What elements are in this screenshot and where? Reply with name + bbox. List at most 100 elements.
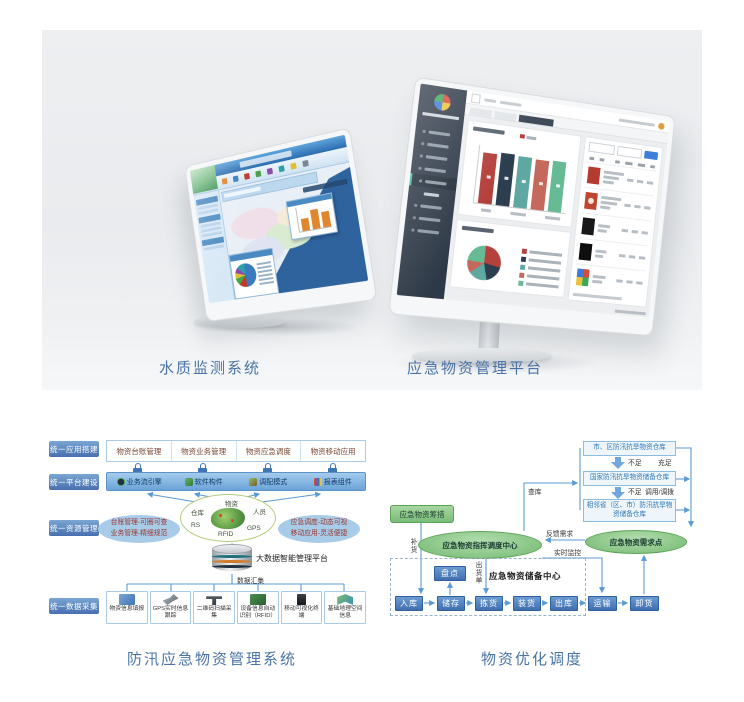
text-skeleton <box>424 166 447 173</box>
watermark-text <box>614 309 646 316</box>
collect-gps-tracking: GPS实时信息跟踪 <box>149 591 192 624</box>
flow-transport: 运输 <box>588 596 617 611</box>
text-skeleton <box>527 266 561 273</box>
item-thumbnail <box>581 217 596 236</box>
cell-value <box>634 204 641 209</box>
flow-picking: 拣货 <box>475 596 503 611</box>
filter-select <box>616 145 643 159</box>
warehouse-city-district: 市、区防汛抗旱物资仓库 <box>583 441 676 456</box>
warehouse-national: 国家防汛抗旱物资储备仓库 <box>583 471 676 486</box>
text-skeleton <box>618 117 655 127</box>
material-info-icon <box>118 594 135 605</box>
text-skeleton <box>423 191 440 197</box>
gps-satellite-icon <box>162 594 179 605</box>
gis-pie-chart <box>233 261 258 289</box>
column-header <box>637 163 646 168</box>
item-thumbnail <box>578 242 593 261</box>
dispatch-benefit-ellipse: 应急调度-动态可视 移动应用-灵活便捷 <box>278 515 360 543</box>
flow-unloading: 卸货 <box>630 596 659 611</box>
bar <box>309 208 321 230</box>
legend-swatch <box>519 272 525 279</box>
flood-system-diagram: 统一应用搭建 统一平台建设 统一资源管理 统一数据采集 物资台账管理 物资业务管… <box>44 432 376 640</box>
cylinder-stripe <box>212 555 252 558</box>
monitor-water-quality <box>184 127 378 322</box>
cell-value <box>641 231 648 235</box>
bar <box>495 152 516 207</box>
cell-value <box>636 179 644 184</box>
dashboard-pie-chart <box>465 243 503 282</box>
bar-value <box>503 176 509 181</box>
flow-loading: 装货 <box>513 596 541 611</box>
lock-icon <box>133 463 142 472</box>
cell-value <box>616 279 623 283</box>
pie-panel <box>228 247 280 300</box>
platform-logo <box>433 92 452 112</box>
escalation-arrow <box>611 487 625 499</box>
text-skeleton <box>428 129 451 136</box>
menu-icon <box>414 203 418 207</box>
filter-select <box>588 141 615 156</box>
resource-label: RS <box>191 522 201 529</box>
item-description <box>602 169 625 188</box>
workflow-engine-icon <box>116 477 125 486</box>
flow-storage: 储存 <box>437 596 465 611</box>
app-dispatch: 物资应急调度 <box>235 441 301 461</box>
cell-value <box>628 255 636 259</box>
map-point <box>231 519 234 522</box>
axis-label <box>480 208 492 213</box>
resource-label: 仓库 <box>191 510 204 517</box>
bigdata-platform-label: 大数据智能管理平台 <box>256 554 328 563</box>
app-mobile: 物资移动应用 <box>300 441 365 461</box>
column-header <box>625 161 633 166</box>
item-description <box>597 222 618 236</box>
platform-item-label: 业务流引擎 <box>126 478 162 486</box>
resource-ellipse: 物资 仓库 人员 RS RFID GPS <box>180 494 276 542</box>
text-skeleton <box>499 100 522 107</box>
monitor-emergency-platform <box>388 76 676 337</box>
lock-icon <box>328 463 337 472</box>
toolbar-icon <box>302 159 309 168</box>
text-skeleton <box>472 126 505 135</box>
allocation-mode-icon <box>249 477 258 486</box>
text-skeleton <box>528 258 562 265</box>
bar-chart-card <box>457 119 582 228</box>
legend-swatch <box>521 248 528 255</box>
toolbar-icon <box>278 165 285 173</box>
chart-legend <box>520 134 537 140</box>
map-point <box>219 514 222 517</box>
text-skeleton <box>526 274 560 281</box>
data-aggregation-label: 数据汇集 <box>237 578 265 585</box>
rfid-board-icon <box>249 594 266 605</box>
dashboard-main <box>443 90 670 318</box>
collect-qrcode-scan: 二维码扫描采集 <box>193 591 236 624</box>
legend-item <box>518 280 559 290</box>
software-component-icon <box>184 477 193 486</box>
supplies-table <box>569 137 663 306</box>
bar <box>300 217 310 232</box>
dispatch-center-ellipse: 应急物资指挥调度中心 <box>418 531 542 559</box>
column-header <box>615 160 621 164</box>
app-ledger: 物资台账管理 <box>116 446 162 456</box>
demand-point-ellipse: 应急物资需求点 <box>585 530 687 554</box>
menu-icon <box>419 153 424 158</box>
collect-label: 设备信息自动识别（RFID） <box>239 606 277 619</box>
right-monitor-base <box>412 348 552 363</box>
menu-icon <box>412 215 417 219</box>
label-replenish: 补货 <box>409 538 416 554</box>
legend-swatch <box>519 264 526 271</box>
text-skeleton <box>461 225 494 234</box>
text-skeleton <box>484 97 497 103</box>
cylinder-stripe <box>212 560 252 563</box>
toolbar-icon <box>221 177 228 185</box>
menu-icon <box>418 178 423 183</box>
side-label-resource: 统一资源管理 <box>49 520 99 536</box>
item-description <box>592 272 613 286</box>
collapse-icon <box>470 92 481 104</box>
text-skeleton <box>417 228 440 234</box>
legend-item <box>519 272 560 282</box>
chart-column <box>449 119 582 298</box>
platform-item-label: 调配模式 <box>259 478 288 486</box>
pie-legend <box>256 259 274 287</box>
platform-allocation-mode: 调配模式 <box>236 473 301 490</box>
caption-emergency-platform: 应急物资管理平台 <box>406 360 543 377</box>
